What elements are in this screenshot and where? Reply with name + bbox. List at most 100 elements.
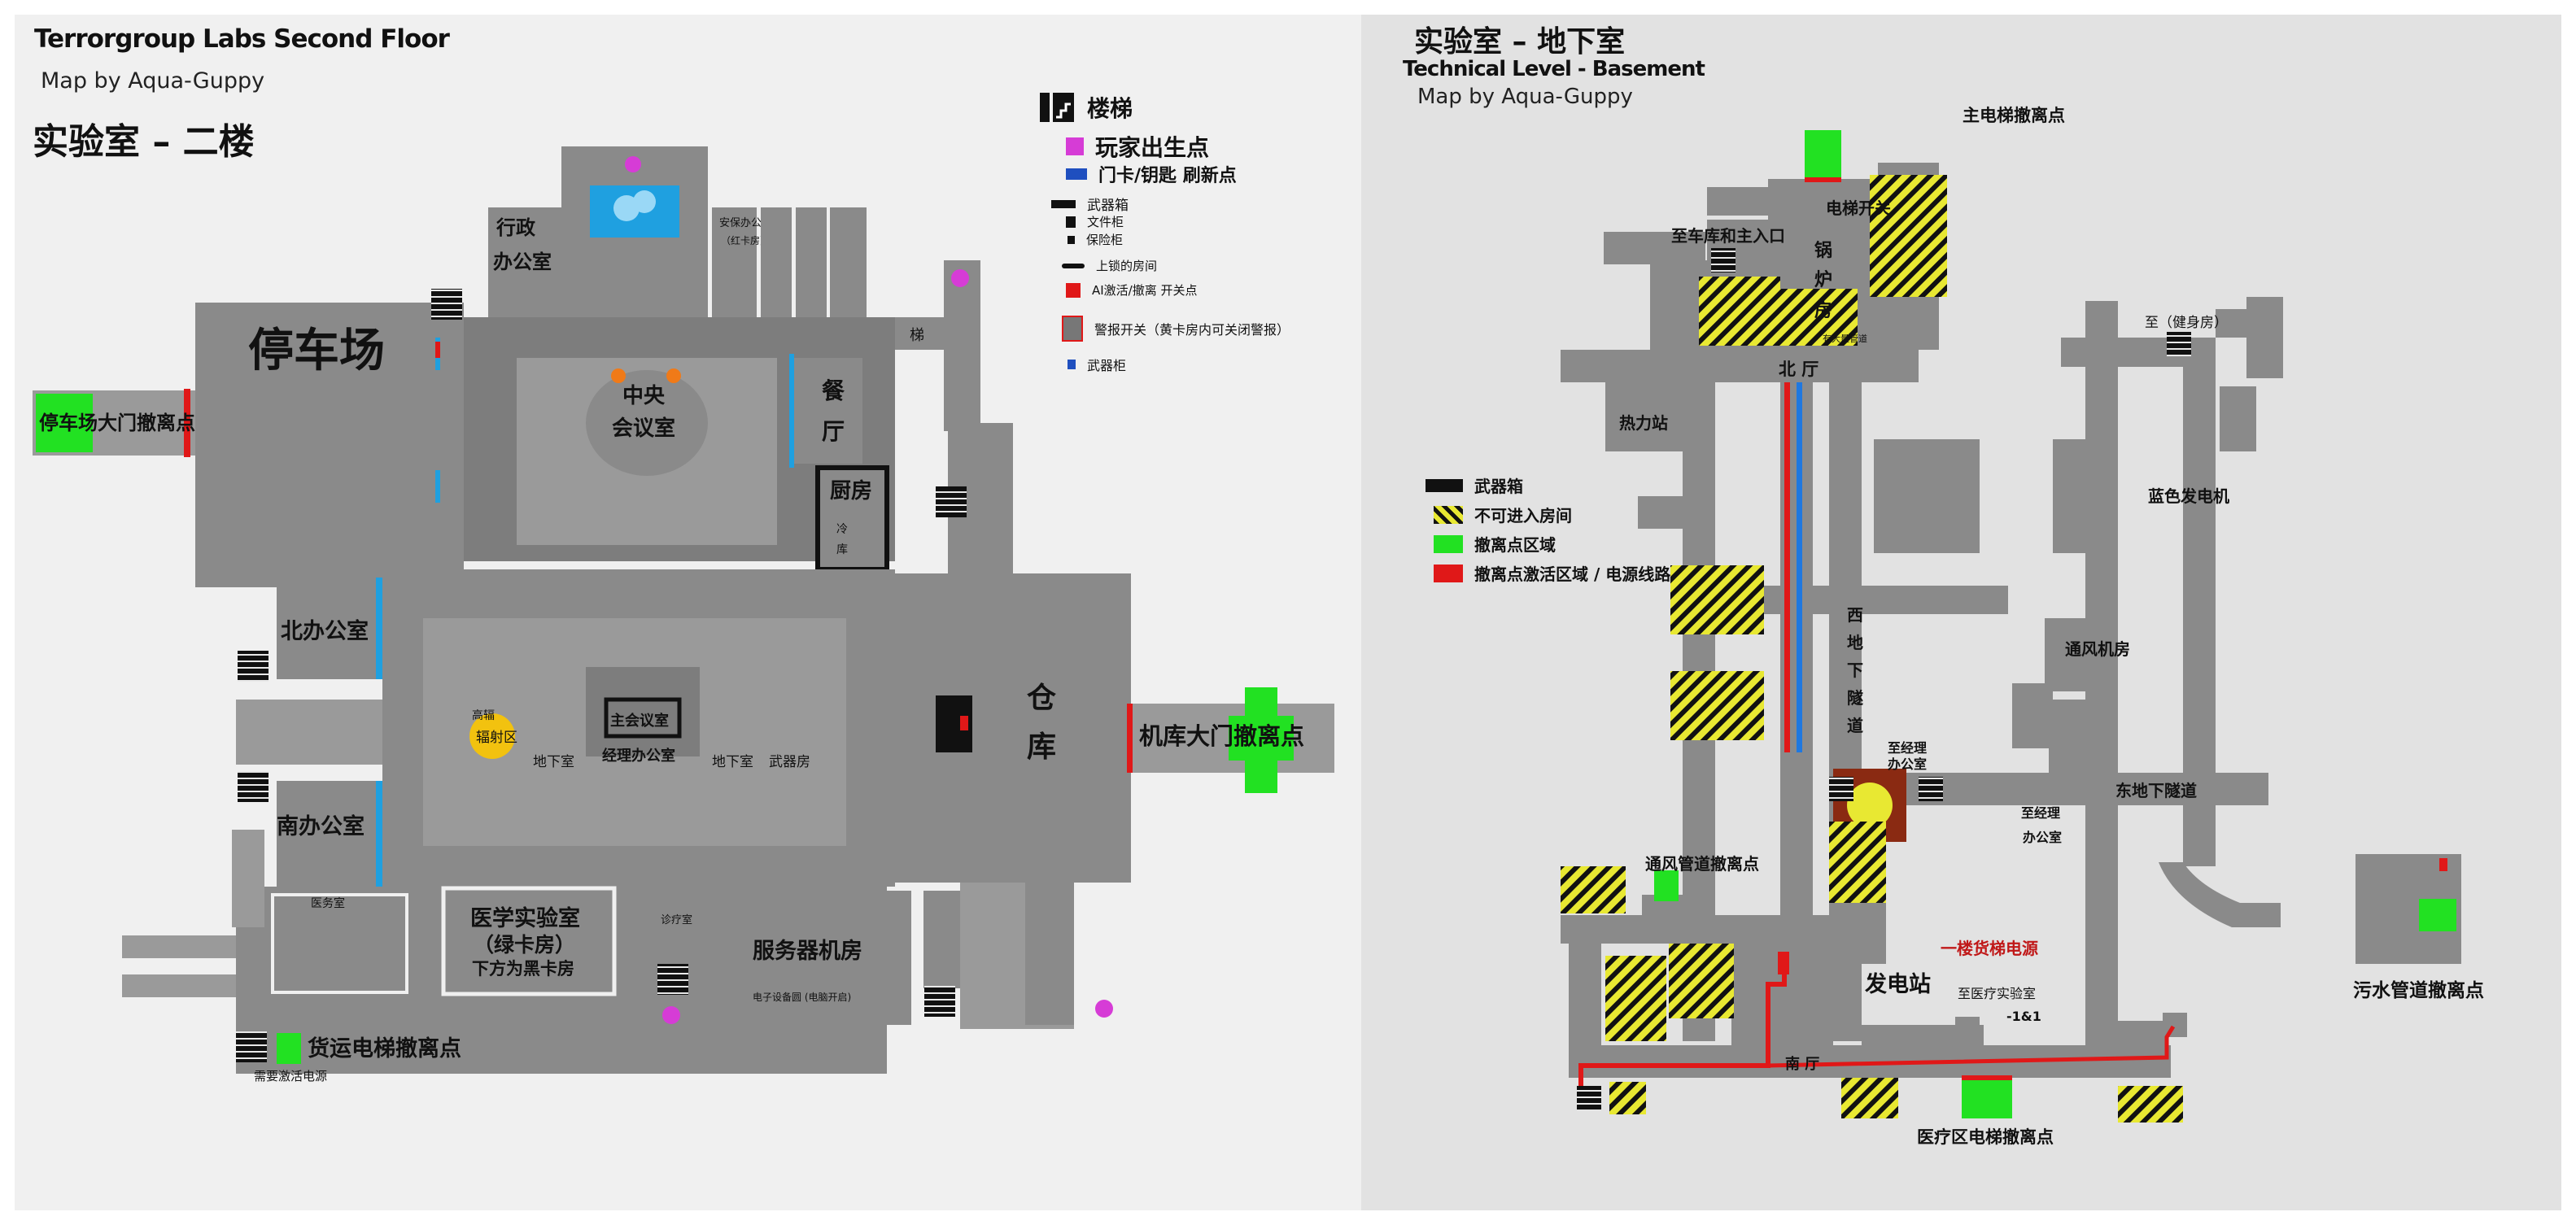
admin-office-room <box>488 207 561 317</box>
level-marker-label: -1&1 <box>2006 1009 2041 1024</box>
blue-generator-room-r <box>2057 439 2118 553</box>
north-office-label: 北办公室 <box>281 618 369 644</box>
hatched-icon <box>1434 505 1463 524</box>
hatched-room <box>1829 822 1886 903</box>
boiler-label-3: 房 <box>1814 301 1833 321</box>
garage-exit-switch <box>1127 704 1133 773</box>
freight-power-label: 一楼货梯电源 <box>1941 939 2038 958</box>
legend-label: 武器箱 <box>1474 477 1523 496</box>
dining-label-1: 餐 <box>822 377 845 404</box>
ramp-2 <box>122 974 236 997</box>
to-manager-label-4: 办公室 <box>2023 830 2063 845</box>
south-hall-label: 南 厅 <box>1785 1056 1820 1073</box>
basement-floorplan <box>1561 130 2461 1123</box>
legend-label: 警报开关（黄卡房内可关闭警报） <box>1094 322 1290 338</box>
medical-room <box>271 893 408 994</box>
far-east-corridor <box>2183 338 2216 866</box>
spawn-icon <box>1095 1000 1113 1018</box>
spawn-icon <box>951 269 969 287</box>
radiation-label-2: 高辐 <box>472 708 495 722</box>
sewer-exit-label: 污水管道撤离点 <box>2353 980 2484 1001</box>
west-tunnel-label-5: 道 <box>1847 716 1863 735</box>
main-conference-label: 主会议室 <box>610 712 669 730</box>
east-corridor-upper <box>944 260 980 431</box>
west-tunnel-label-3: 下 <box>1847 660 1863 680</box>
heating-link <box>1638 496 1711 529</box>
blue-generator-label: 蓝色发电机 <box>2148 486 2229 506</box>
conference-marker-2 <box>666 368 681 383</box>
stairs-icon <box>936 486 967 517</box>
keycard-icon <box>1066 168 1087 180</box>
legend-label: 撤离点激活区域 / 电源线路 <box>1474 565 1671 584</box>
radiation-label-1: 辐射区 <box>476 730 517 746</box>
stairs-corridor <box>895 317 952 350</box>
security-office-label-2: （红卡房） <box>721 234 770 246</box>
north-hall-corridor <box>1561 350 1919 382</box>
main-elevator-exit-label: 主电梯撤离点 <box>1963 106 2065 125</box>
washroom-2 <box>796 207 827 317</box>
stairs-icon <box>1577 1086 1601 1110</box>
admin-office-label-1: 行政 <box>496 216 535 239</box>
stairs-icon <box>657 964 688 995</box>
legend-row-keycard: 门卡/钥匙 刷新点 <box>1066 161 1237 187</box>
conference-label-1: 中央 <box>622 384 666 408</box>
west-tunnel-label-4: 隧 <box>1847 688 1863 708</box>
legend-label: 楼梯 <box>1087 95 1133 122</box>
med-lab-label-3: 下方为黑卡房 <box>472 959 574 979</box>
exit-zone-icon <box>1434 534 1463 553</box>
conference-label-2: 会议室 <box>612 416 675 441</box>
admin-office-label-2: 办公室 <box>493 251 552 273</box>
legend-label: 武器柜 <box>1087 358 1127 373</box>
stairs-icon <box>236 1031 267 1062</box>
boiler-label-1: 锅 <box>1814 241 1833 261</box>
keycard-door-lower <box>435 470 440 503</box>
med-lab-label-1: 医学实验室 <box>470 905 580 931</box>
sewer-exit-zone <box>2419 899 2456 931</box>
hatched-room <box>1870 175 1947 297</box>
stairs-icon <box>924 986 955 1017</box>
to-gym-label: 至（健身房） <box>2145 315 2228 331</box>
blue-generator-room <box>1874 439 1980 553</box>
southeast-room <box>2118 1021 2167 1049</box>
cold-storage-label-1: 冷 <box>836 523 848 536</box>
south-office-keycard-door <box>376 781 382 891</box>
switch-icon <box>435 342 440 358</box>
key-icon <box>1062 263 1085 268</box>
right-credit: Map by Aqua-Guppy <box>1417 85 1633 109</box>
ramp-1 <box>122 935 236 958</box>
warehouse-label-2: 库 <box>1027 730 1056 764</box>
server-room-note: 电子设备圆 (电脑开启) <box>753 992 851 1003</box>
garage-passage <box>1604 232 1705 264</box>
freight-power-line <box>1578 964 1787 1086</box>
legend-row-exit-zone: 撤离点区域 <box>1434 532 1556 556</box>
spawn-icon <box>625 156 641 172</box>
east-tunnel-label: 东地下隧道 <box>2115 781 2197 800</box>
legend-label: 文件柜 <box>1087 215 1124 229</box>
hatched-room <box>1605 956 1666 1041</box>
conference-marker-1 <box>611 368 626 383</box>
level-link <box>1955 1017 1980 1074</box>
ramp-connector <box>232 830 264 927</box>
lab-small-room <box>923 891 960 988</box>
legend-row-power-line: 撤离点激活区域 / 电源线路 <box>1434 561 1670 585</box>
hatched-room <box>1841 1078 1898 1118</box>
blue-line <box>1797 382 1802 752</box>
garage-exit-zone-h <box>1229 716 1294 761</box>
hatched-room <box>1609 1082 1646 1114</box>
dining-keycard-door <box>789 354 794 468</box>
south-exit-room <box>1025 883 1074 1025</box>
warehouse-switch <box>960 716 968 730</box>
medical-exit-zone <box>1962 1078 2012 1118</box>
legend-row-hatched: 不可进入房间 <box>1434 503 1572 526</box>
freight-exit-zone <box>277 1033 301 1064</box>
legend-label: 上锁的房间 <box>1096 259 1158 273</box>
main-elevator-exit-switch <box>1805 177 1841 182</box>
switch-icon <box>1066 282 1081 298</box>
stairs-icon <box>1711 248 1736 272</box>
legend-label: 保险柜 <box>1086 233 1124 247</box>
hatched-room <box>2118 1086 2183 1123</box>
south-power-line <box>1767 1025 2176 1068</box>
armory-label: 武器房 <box>769 754 810 770</box>
legend-label: 门卡/钥匙 刷新点 <box>1098 166 1237 186</box>
medical-exit-label: 医疗区电梯撤离点 <box>1917 1127 2054 1147</box>
